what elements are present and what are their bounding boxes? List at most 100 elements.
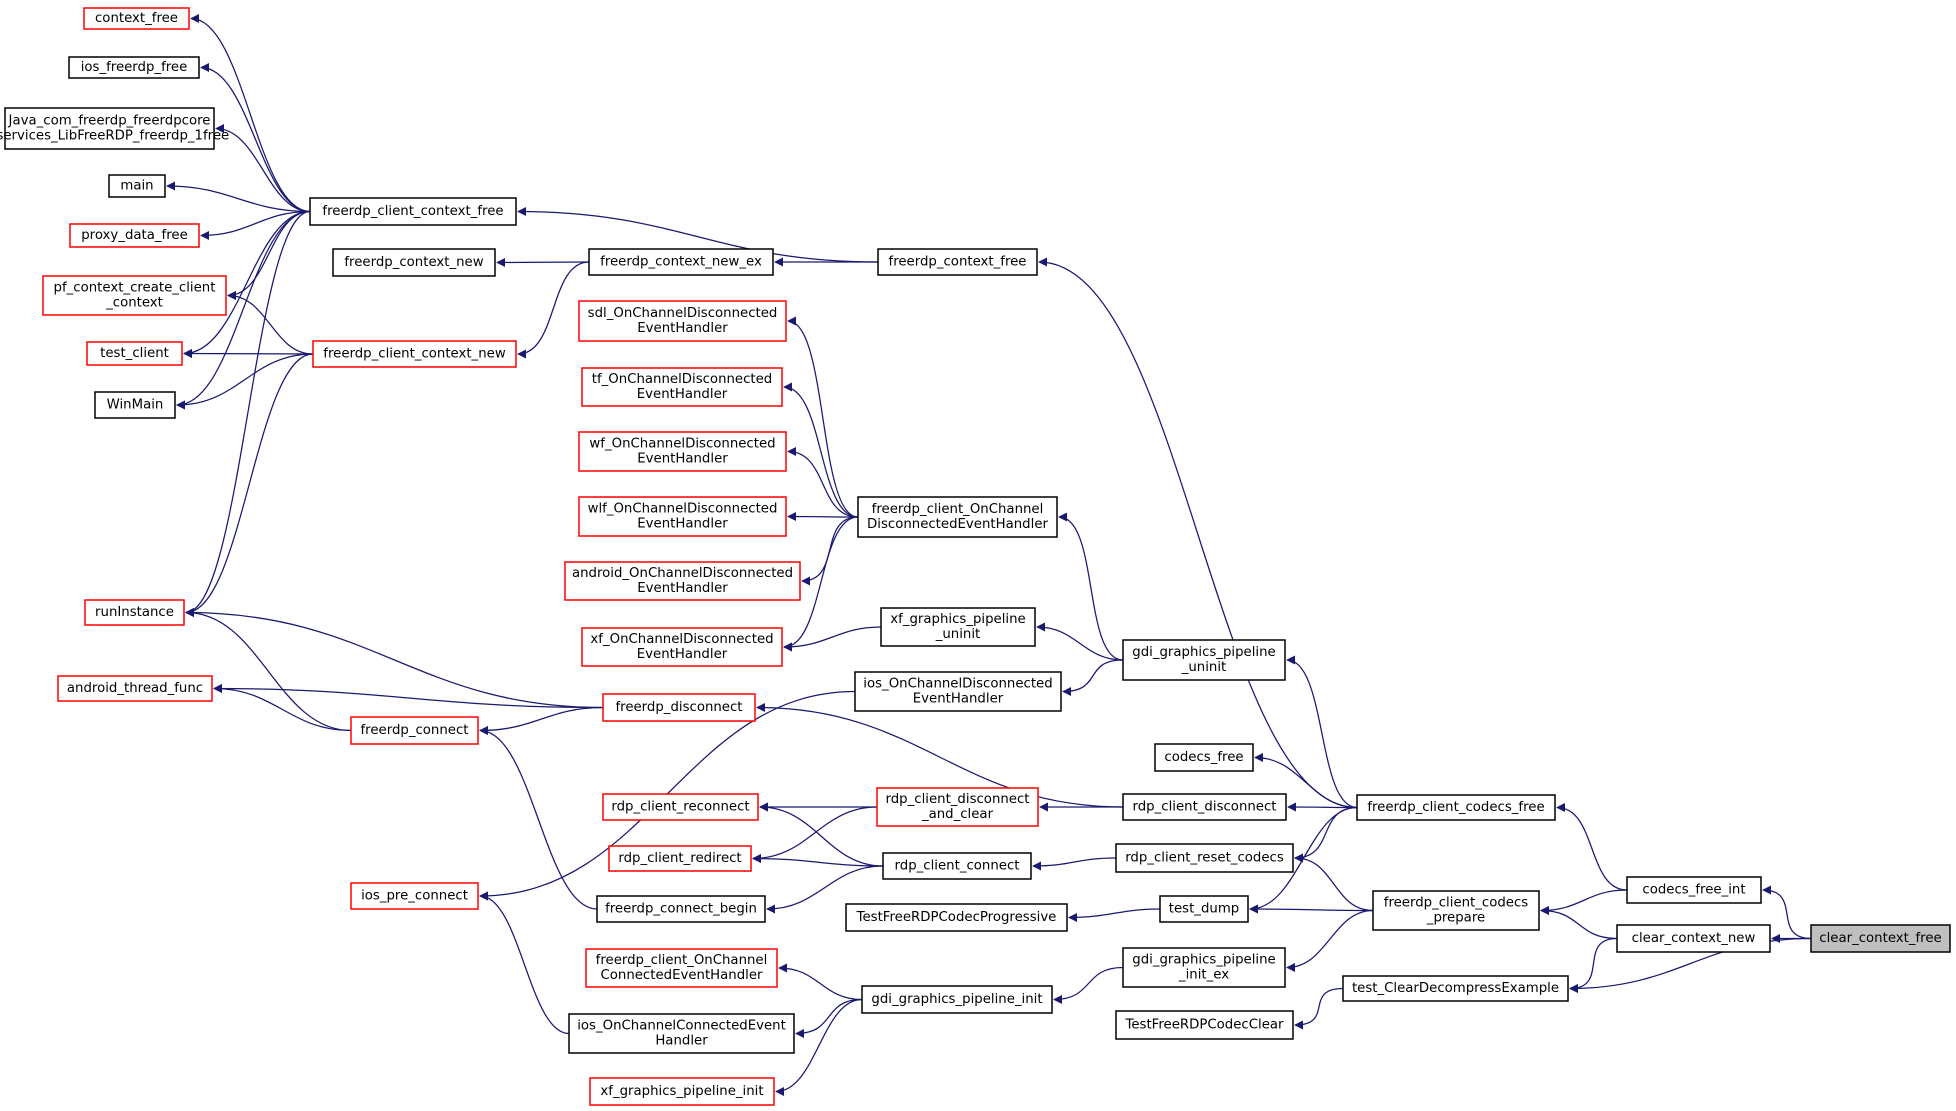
node-test-cleardecompressexample[interactable]: test_ClearDecompressExample <box>1342 975 1569 1002</box>
call-edge <box>1294 853 1374 912</box>
node-box <box>876 787 1039 827</box>
node-runinstance[interactable]: runInstance <box>84 599 185 626</box>
call-edge <box>1540 906 1618 940</box>
node-xf-graphics-pipeline-init[interactable]: xf_graphics_pipeline_init <box>589 1077 775 1106</box>
node-box <box>1810 924 1951 953</box>
node-testfreerdpcodecprogressive[interactable]: TestFreeRDPCodecProgressive <box>845 903 1068 932</box>
node-label: test_ClearDecompressExample <box>1352 981 1559 996</box>
node-label: EventHandler <box>913 692 1004 707</box>
node-freerdp-disconnect[interactable]: freerdp_disconnect <box>602 693 756 722</box>
node-rdp-client-reset-codecs[interactable]: rdp_client_reset_codecs <box>1115 843 1294 873</box>
node-label: runInstance <box>95 605 174 620</box>
node-freerdp-context-new[interactable]: freerdp_context_new <box>332 248 496 277</box>
node-main[interactable]: main <box>108 174 166 198</box>
node-clear-context-new[interactable]: clear_context_new <box>1616 924 1771 953</box>
node-label: freerdp_context_new_ex <box>600 255 762 270</box>
node-box <box>1616 924 1771 953</box>
node-testfreerdpcodecclear[interactable]: TestFreeRDPCodecClear <box>1115 1010 1294 1040</box>
node-freerdp-client-context-new[interactable]: freerdp_client_context_new <box>312 340 517 368</box>
node-label: freerdp_connect <box>361 723 469 738</box>
node-box <box>1356 794 1556 821</box>
node-freerdp-context-free[interactable]: freerdp_context_free <box>877 248 1038 276</box>
node-label: clear_context_free <box>1819 931 1941 946</box>
node-freerdp-client-context-free[interactable]: freerdp_client_context_free <box>309 197 517 226</box>
call-edge <box>479 726 598 910</box>
node-rdp-client-redirect[interactable]: rdp_client_redirect <box>608 845 752 872</box>
node-box <box>86 341 183 366</box>
node-winmain[interactable]: WinMain <box>94 391 176 419</box>
node-freerdp-client-codecs-free[interactable]: freerdp_client_codecs_free <box>1356 794 1556 821</box>
node-label: codecs_free <box>1164 750 1243 765</box>
call-edge <box>1569 937 1812 993</box>
node-android-handler[interactable]: android_OnChannelDisconnectedEventHandle… <box>564 561 801 601</box>
node-label: WinMain <box>107 398 164 413</box>
node-label: gdi_graphics_pipeline <box>1132 645 1275 660</box>
call-edge <box>215 124 311 213</box>
node-freerdp-context-new-ex[interactable]: freerdp_context_new_ex <box>588 248 774 276</box>
node-freerdp-connect-begin[interactable]: freerdp_connect_begin <box>596 895 766 923</box>
node-clear-context-free[interactable]: clear_context_free <box>1810 924 1951 953</box>
node-ios-freerdp-free[interactable]: ios_freerdp_free <box>68 56 200 79</box>
call-edge <box>1569 937 1618 993</box>
node-gdi-graphics-pipeline-init[interactable]: gdi_graphics_pipeline_init <box>861 985 1053 1014</box>
node-box <box>578 300 787 342</box>
node-box <box>350 882 479 910</box>
node-pf-context-create-client-context[interactable]: pf_context_create_client_context <box>42 275 227 316</box>
node-rdp-client-connect[interactable]: rdp_client_connect <box>882 852 1032 880</box>
node-android-thread-func[interactable]: android_thread_func <box>57 675 213 702</box>
call-edge <box>1540 889 1628 915</box>
node-rdp-client-disconnect-and-clear[interactable]: rdp_client_disconnect_and_clear <box>876 787 1039 827</box>
call-edge <box>759 802 884 867</box>
call-edge <box>213 684 352 732</box>
node-freerdp-client-codecs-prepare[interactable]: freerdp_client_codecs_prepare <box>1372 890 1540 931</box>
node-label: freerdp_client_codecs_free <box>1367 800 1544 815</box>
call-edge <box>1286 909 1374 972</box>
node-label: _services_LibFreeRDP_freerdp_1free <box>0 129 229 144</box>
node-gdi-graphics-pipeline-init-ex[interactable]: gdi_graphics_pipeline_init_ex <box>1122 947 1286 988</box>
node-test-client[interactable]: test_client <box>86 341 183 366</box>
node-xf-graphics-pipeline-uninit[interactable]: xf_graphics_pipeline_uninit <box>880 607 1036 647</box>
node-label: _prepare <box>1426 911 1485 926</box>
node-box <box>42 275 227 316</box>
node-context-free[interactable]: context_free <box>83 7 190 30</box>
node-label: freerdp_client_context_new <box>323 347 506 362</box>
node-codecs-free[interactable]: codecs_free <box>1154 743 1254 772</box>
node-codecs-free-int[interactable]: codecs_free_int <box>1626 876 1762 904</box>
node-label: freerdp_client_codecs <box>1384 896 1529 911</box>
node-box <box>602 793 759 821</box>
node-ios-pre-connect[interactable]: ios_pre_connect <box>350 882 479 910</box>
node-box <box>83 7 190 30</box>
node-label: freerdp_client_context_free <box>322 204 503 219</box>
call-edge <box>185 210 311 617</box>
call-edge <box>783 626 882 652</box>
node-java-free[interactable]: Java_com_freerdp_freerdpcore_services_Li… <box>0 107 229 150</box>
node-test-dump[interactable]: test_dump <box>1159 895 1249 923</box>
node-label: ios_pre_connect <box>361 889 468 904</box>
node-freerdp-client-onchanneldisconnectedeventhandler[interactable]: freerdp_client_OnChannelDisconnectedEven… <box>857 496 1058 538</box>
node-rdp-client-reconnect[interactable]: rdp_client_reconnect <box>602 793 759 821</box>
node-proxy-data-free[interactable]: proxy_data_free <box>69 223 200 248</box>
node-gdi-graphics-pipeline-uninit[interactable]: gdi_graphics_pipeline_uninit <box>1122 639 1286 681</box>
node-freerdp-client-onchannelconnectedeventhandler[interactable]: freerdp_client_OnChannelConnectedEventHa… <box>585 948 778 988</box>
call-edge <box>517 207 879 263</box>
node-freerdp-connect[interactable]: freerdp_connect <box>350 716 479 745</box>
node-box <box>1115 843 1294 873</box>
call-edge <box>783 382 859 518</box>
node-rdp-client-disconnect[interactable]: rdp_client_disconnect <box>1122 793 1287 821</box>
node-label: test_dump <box>1169 902 1239 917</box>
node-label: ios_freerdp_free <box>81 60 188 75</box>
node-box <box>880 607 1036 647</box>
call-edge <box>1287 802 1358 812</box>
node-label: _and_clear <box>921 807 994 822</box>
node-label: freerdp_context_new <box>344 255 483 270</box>
node-label: Handler <box>655 1034 708 1049</box>
node-label: TestFreeRDPCodecProgressive <box>856 910 1057 925</box>
